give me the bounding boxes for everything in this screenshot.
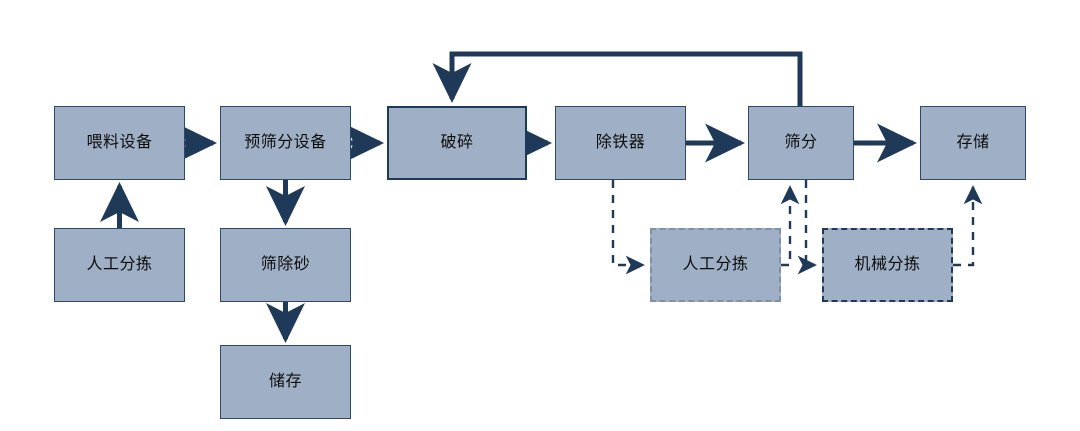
node-label: 破碎 — [440, 134, 474, 151]
edge-screen-to-machinesort — [797, 180, 817, 275]
node-label: 筛除砂 — [260, 256, 311, 273]
node-feed-equipment[interactable]: 喂料设备 — [54, 106, 185, 180]
node-label: 预筛分设备 — [244, 134, 327, 151]
node-label: 储存 — [268, 373, 302, 390]
node-manual-presort[interactable]: 人工分拣 — [54, 228, 185, 302]
node-sand-removal[interactable]: 筛除砂 — [220, 228, 351, 302]
node-mechanical-sorting[interactable]: 机械分拣 — [822, 228, 953, 302]
edge-manualsort-to-screen — [780, 185, 800, 267]
node-storage[interactable]: 存储 — [920, 106, 1026, 180]
node-label: 人工分拣 — [682, 256, 749, 273]
node-manual-sorting[interactable]: 人工分拣 — [650, 228, 781, 302]
node-prescreening-equipment[interactable]: 预筛分设备 — [220, 106, 351, 180]
node-label: 人工分拣 — [86, 256, 153, 273]
edge-deiron-to-manualsort — [611, 180, 645, 275]
node-label: 除铁器 — [595, 134, 646, 151]
node-label: 筛分 — [784, 134, 818, 151]
node-screening[interactable]: 筛分 — [748, 106, 854, 180]
node-label: 机械分拣 — [854, 256, 921, 273]
edge-machinesort-to-storage — [953, 185, 983, 267]
node-label: 存储 — [956, 134, 990, 151]
node-sand-storage[interactable]: 储存 — [220, 345, 351, 419]
edge-screen-to-crush-feedback — [432, 51, 803, 106]
node-crushing[interactable]: 破碎 — [387, 106, 527, 180]
node-iron-remover[interactable]: 除铁器 — [555, 106, 686, 180]
node-label: 喂料设备 — [86, 134, 153, 151]
